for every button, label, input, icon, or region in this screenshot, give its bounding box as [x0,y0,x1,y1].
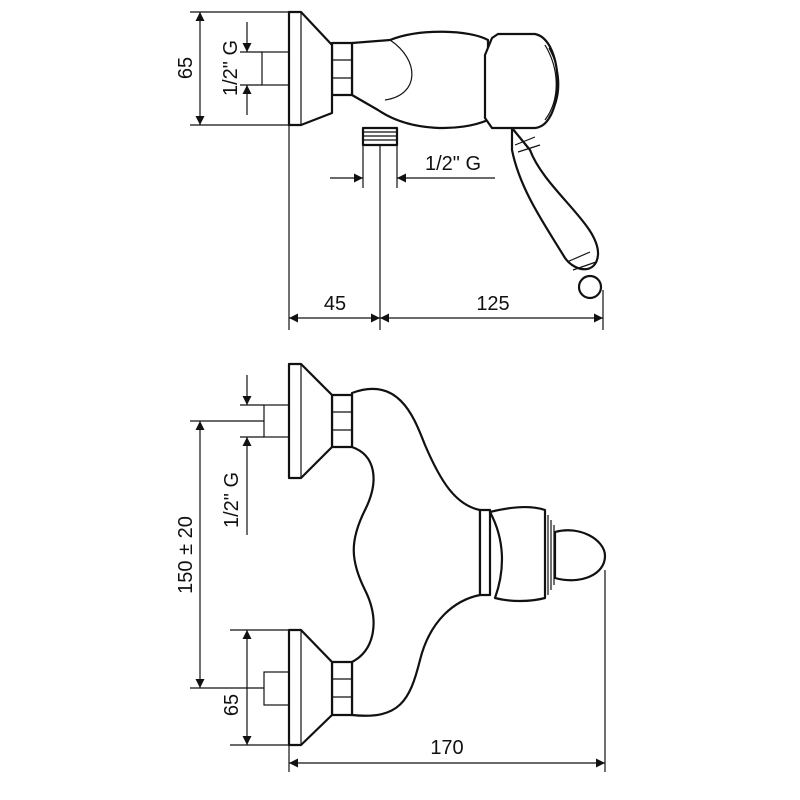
end-cap [553,529,607,582]
hex-nut [330,41,354,97]
control-knob [483,32,559,130]
dim-total-depth-label: 170 [430,737,463,759]
mixer-body-front [350,387,482,717]
dim-height-label: 65 [175,57,197,79]
lever-ball-end [577,274,603,300]
side-view: 65 1/2" G 1/2" G 45 125 [175,10,604,330]
control-knob-front [488,506,547,603]
front-view: 150 ± 20 1/2" G 65 170 [175,362,607,772]
dim-inlet-thread-label: 1/2" G [220,40,242,96]
dim-front-thread-label: 1/2" G [221,472,243,528]
dim-outlet-to-handle-label: 125 [476,293,509,315]
wall-escutcheon [287,10,334,127]
mixer-body [350,30,490,130]
dim-wall-to-outlet-label: 45 [324,293,346,315]
dim-outlet-thread-label: 1/2" G [425,153,481,175]
dim-inlet-spacing-label: 150 ± 20 [175,516,197,594]
upper-escutcheon [287,362,334,480]
inlet-pipe [261,51,290,86]
lever-handle [510,126,600,271]
lower-escutcheon [287,628,334,747]
dim-flange-height-label: 65 [221,694,243,716]
